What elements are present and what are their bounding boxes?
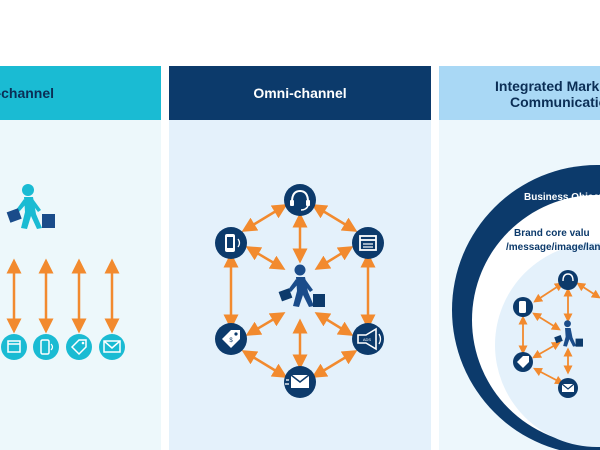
imc-diagram: Business Objecti Brand core valu /messag… [452, 165, 600, 450]
spoke-lower-right [314, 312, 354, 336]
tag-icon [66, 334, 92, 360]
edge-top-left [241, 204, 288, 232]
imc-panel: Integrated Mark Communicatio Business Ob… [439, 66, 600, 450]
spoke-lower-left [245, 312, 286, 336]
imc-connections [518, 282, 600, 385]
shopper-icon [278, 264, 325, 307]
tag-icon [513, 352, 533, 372]
omni-connections [223, 204, 376, 378]
mobile-icon [215, 227, 247, 259]
browser-icon [352, 227, 384, 259]
support-icon [284, 184, 316, 216]
omni-channel-diagram: ADS $ [215, 184, 384, 398]
browser-icon [1, 334, 27, 360]
multi-channel-diagram [1, 184, 125, 360]
multi-channel-panel: lti-channel [0, 66, 161, 450]
shopper-icon [6, 184, 55, 229]
edge-top-right [311, 204, 358, 232]
imc-title-line1: Integrated Mark [495, 78, 600, 94]
spoke-upper-right [314, 246, 354, 270]
omni-channel-panel: Omni-channel [169, 66, 431, 450]
svg-text:ADS: ADS [363, 337, 372, 342]
imc-header: Integrated Mark Communicatio [439, 66, 600, 120]
tag-icon: $ [215, 323, 247, 355]
mobile-icon [33, 334, 59, 360]
omni-channel-title: Omni-channel [253, 85, 347, 101]
multi-channel-title: lti-channel [0, 85, 55, 101]
edge-bottom-left [241, 350, 288, 378]
brand-core-label-line1: Brand core valu [514, 228, 590, 239]
megaphone-icon: ADS [352, 323, 384, 355]
mail-icon [284, 366, 316, 398]
support-icon [558, 270, 578, 290]
multi-channel-body [0, 120, 161, 450]
shopper-icon [554, 320, 583, 347]
omni-channel-header: Omni-channel [169, 66, 431, 120]
imc-body: Business Objecti Brand core valu /messag… [439, 120, 600, 450]
mail-icon [99, 334, 125, 360]
brand-core-label-line2: /message/image/lan [506, 242, 600, 253]
mobile-icon [513, 297, 533, 317]
business-objectives-label: Business Objecti [524, 192, 600, 203]
imc-title-line2: Communicatio [510, 94, 600, 110]
multi-channel-header: lti-channel [0, 66, 161, 120]
mail-icon [558, 378, 578, 398]
svg-text:$: $ [229, 338, 233, 344]
omni-channel-body: ADS $ [169, 120, 431, 450]
spoke-upper-left [245, 246, 286, 270]
edge-bottom-right [311, 350, 358, 378]
